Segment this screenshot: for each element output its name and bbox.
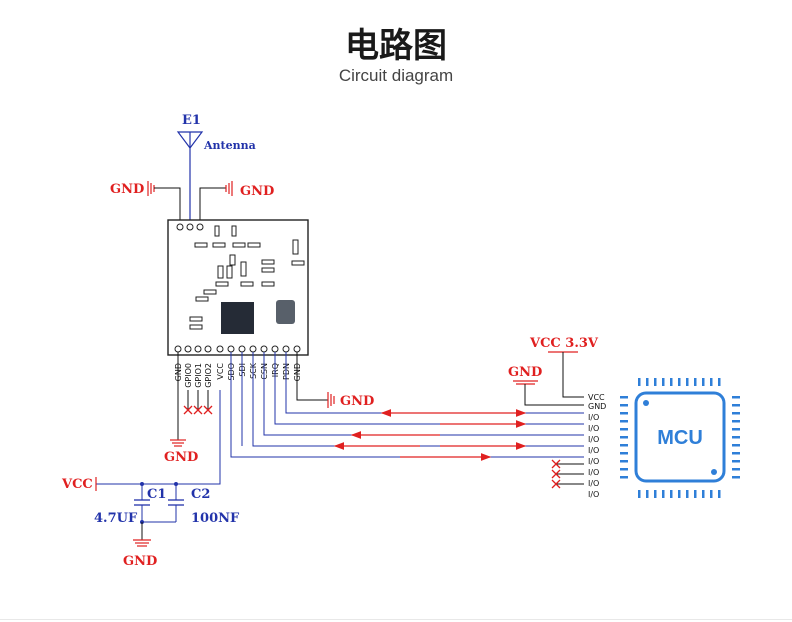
mcu-io-no-connect: [551, 459, 584, 489]
mcu-pin-vcc: VCC: [588, 393, 605, 402]
module-gnd-right: GND: [296, 352, 374, 409]
mcu-pin-io: I/O: [588, 468, 599, 477]
vcc-network: VCC C1 4.7UF C2 100NF GND: [61, 390, 240, 569]
svg-text:VCC: VCC: [61, 477, 93, 492]
signal-traces: [230, 352, 584, 461]
svg-text:GND: GND: [123, 554, 157, 569]
mcu-pin-labels: VCC GND I/O I/O I/O I/O I/O I/O I/O I/O: [588, 393, 606, 499]
mcu-pin-io: I/O: [588, 424, 599, 433]
mcu-pin-io: I/O: [588, 435, 599, 444]
antenna-ref: E1: [182, 113, 201, 128]
pin-label-vcc: VCC: [216, 363, 225, 380]
vcc33-label: VCC 3.3V: [529, 336, 599, 351]
svg-text:GND: GND: [240, 184, 274, 199]
mcu-pin-io: I/O: [588, 446, 599, 455]
antenna-label: Antenna: [203, 139, 256, 152]
antenna: E1 Antenna: [176, 113, 256, 222]
c2-value: 100NF: [191, 511, 240, 526]
mcu-pin-io: I/O: [588, 490, 599, 499]
pin-label-gpio0: GPIO0: [184, 363, 193, 388]
svg-text:GND: GND: [508, 365, 542, 380]
mcu-pin-gnd: GND: [588, 402, 606, 411]
c1-label: C1: [147, 487, 166, 502]
rf-module: [167, 219, 309, 356]
mcu-power: VCC 3.3V GND: [508, 336, 599, 406]
top-left-gnd: GND: [110, 181, 181, 222]
svg-text:GND: GND: [340, 394, 374, 409]
module-pin-labels: GND GPIO0 GPIO1 GPIO2 VCC SDO SDI SCK CS…: [174, 362, 302, 388]
pin-label-gpio1: GPIO1: [194, 363, 203, 388]
mcu-chip-icon: MCU: [620, 378, 740, 498]
mcu-pin-io: I/O: [588, 457, 599, 466]
module-gnd-left: GND: [164, 352, 198, 465]
c2-label: C2: [191, 487, 210, 502]
svg-text:GND: GND: [110, 182, 144, 197]
top-right-gnd: GND: [199, 181, 274, 222]
page-subtitle: Circuit diagram: [338, 66, 454, 85]
rf-chip: [221, 302, 254, 334]
mcu-pin-io: I/O: [588, 413, 599, 422]
pin-label-gpio2: GPIO2: [204, 363, 213, 388]
crystal: [276, 300, 295, 324]
mcu-label: MCU: [657, 427, 703, 449]
footer-divider: [0, 619, 792, 620]
mcu-pin-io: I/O: [588, 479, 599, 488]
page-title: 电路图: [345, 26, 447, 66]
c1-value: 4.7UF: [94, 511, 138, 526]
svg-text:GND: GND: [164, 450, 198, 465]
gpio-no-connect: [183, 390, 213, 415]
